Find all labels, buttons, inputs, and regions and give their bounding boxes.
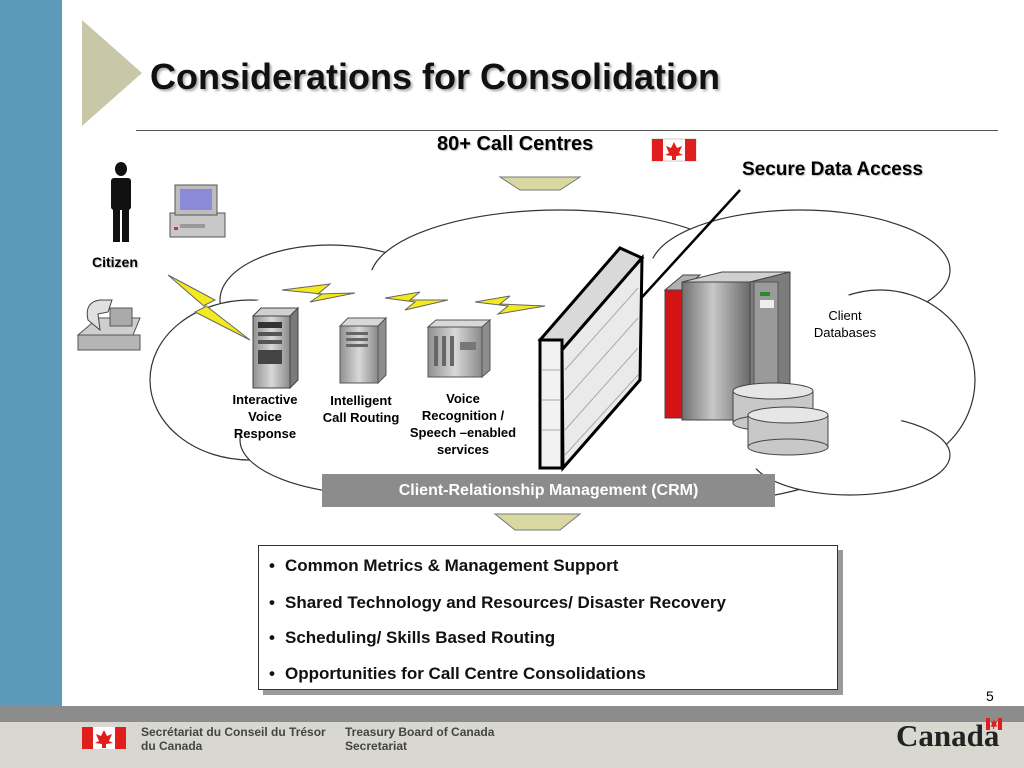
ivr-label-line: Voice [248,409,282,424]
footer-english-line: Treasury Board of Canada [345,725,495,739]
footer-english-line: Secretariat [345,739,408,753]
voice-label-line: Recognition / [421,408,505,423]
diagram-graphic [76,138,976,531]
footer-english: Treasury Board of Canada Secretariat [345,725,494,753]
footer [62,722,1024,768]
arrow-down-icon-top [498,176,582,191]
bullet-text: Shared Technology and Resources/ Disaste… [285,593,726,612]
bullet-text: Scheduling/ Skills Based Routing [285,628,556,647]
crm-banner: Client-Relationship Management (CRM) [322,474,775,507]
title-divider [136,130,998,131]
citizen-label: Citizen [92,254,138,270]
ivr-label-line: Response [233,426,297,441]
call-centres-label: 80+ Call Centres [437,133,594,155]
arrow-down-icon-bottom [493,513,582,531]
wordmark-flag-icon [986,718,1002,730]
secure-data-access-label: Secure Data Access [742,159,923,180]
page-number: 5 [986,688,994,704]
footer-left-ext [0,722,62,768]
voice-label-line: Speech –enabled [409,425,517,440]
canada-flag-icon [651,138,697,162]
voice-label-line: Voice [446,391,480,406]
routing-label: Intelligent Call Routing [316,392,406,426]
bullet-text: Common Metrics & Management Support [285,556,619,575]
person-icon [111,162,131,242]
bullet-item: •Scheduling/ Skills Based Routing [269,628,556,647]
firewall-icon [537,246,645,472]
server-icon-ivr [251,306,300,390]
footer-french-line: du Canada [141,739,203,753]
client-databases-label: Client Databases [804,307,886,341]
title-triangle-icon [82,20,142,126]
voice-label: Voice Recognition / Speech –enabled serv… [400,390,526,458]
server-icon-voice [426,318,492,379]
canada-flag-icon-footer [82,727,126,749]
side-bar [0,0,62,706]
bullet-text: Opportunities for Call Centre Consolidat… [285,664,646,683]
slide-title: Considerations for Consolidation [150,56,721,97]
bullet-item: •Shared Technology and Resources/ Disast… [269,593,726,612]
ivr-label: Interactive Voice Response [226,391,304,442]
footer-strip [0,706,1024,722]
routing-label-line: Call Routing [322,410,400,425]
client-databases-line: Databases [813,325,877,340]
bullet-item: •Common Metrics & Management Support [269,556,619,575]
database-icon [732,382,829,456]
bullet-box: •Common Metrics & Management Support •Sh… [258,545,838,690]
client-databases-line: Client [828,308,862,323]
bullet-item: •Opportunities for Call Centre Consolida… [269,664,646,683]
footer-french: Secrétariat du Conseil du Trésor du Cana… [141,725,326,753]
voice-label-line: services [436,442,490,457]
telephone-icon [76,299,141,351]
computer-icon [169,184,226,238]
routing-label-line: Intelligent [330,393,392,408]
ivr-label-line: Interactive [232,392,298,407]
canada-wordmark: Canada [896,718,1000,753]
footer-french-line: Secrétariat du Conseil du Trésor [141,725,326,739]
server-icon-routing [338,316,388,385]
mainframe-icon [663,271,791,421]
